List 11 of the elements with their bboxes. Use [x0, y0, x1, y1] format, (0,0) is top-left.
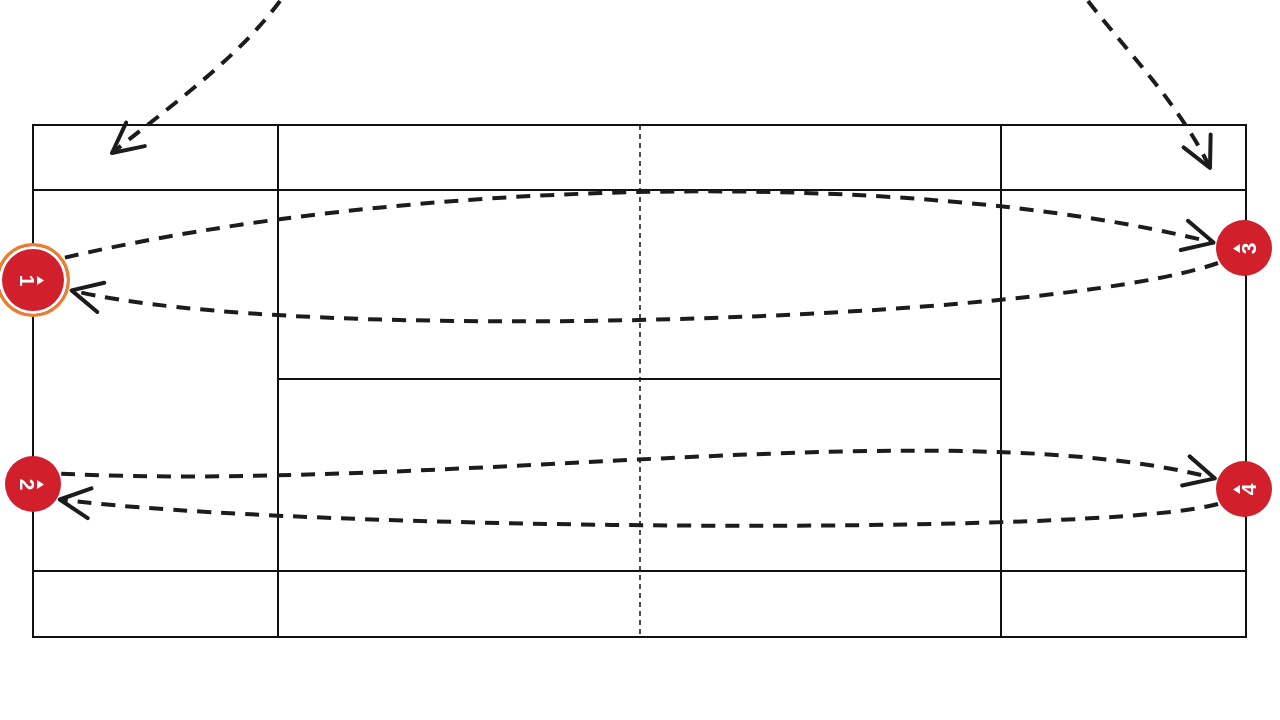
player-number: 3: [1238, 242, 1260, 254]
player-number: 2: [17, 478, 39, 490]
dashed-arrow: [64, 189, 1216, 260]
player-marker: [1216, 461, 1272, 517]
dashed-arrow: [61, 448, 1217, 490]
player-marker: [1216, 220, 1272, 276]
player-number: 1: [17, 274, 39, 286]
dashed-arrow: [57, 485, 1219, 528]
player-number: 4: [1238, 483, 1260, 495]
dashed-arrow: [69, 261, 1219, 324]
player-marker: [5, 456, 61, 512]
